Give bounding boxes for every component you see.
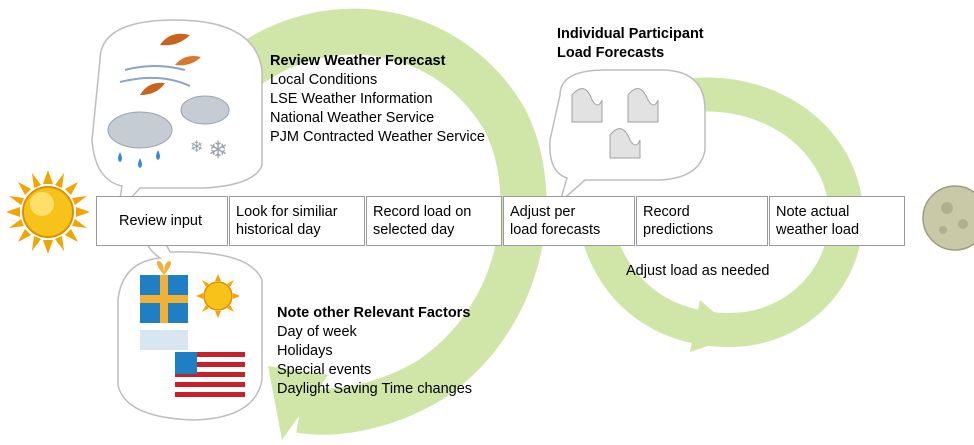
relevant-factors-title: Note other Relevant Factors	[277, 305, 471, 321]
step-text: Adjust per	[510, 204, 576, 220]
step-text: load forecasts	[510, 222, 601, 238]
load-curve-icon	[571, 88, 659, 159]
step-text: historical day	[236, 222, 321, 238]
participant-forecasts-title-line: Individual Participant	[557, 26, 704, 42]
step-text: Look for similiar	[236, 204, 338, 220]
step-text: Record load on	[373, 204, 472, 220]
weather-item: PJM Contracted Weather Service	[270, 129, 485, 145]
step-text: Record	[643, 204, 690, 220]
weather-bubble	[91, 19, 263, 215]
right-loop-arrow	[583, 77, 864, 352]
participant-forecasts-title-line: Load Forecasts	[557, 45, 665, 61]
weather-forecast-title: Review Weather Forecast	[270, 53, 446, 69]
step-look-for-day: Look for similiar historical day	[229, 196, 365, 246]
adjust-load-note: Adjust load as needed	[626, 263, 770, 279]
factor-item: Daylight Saving Time changes	[277, 381, 473, 397]
factor-item: Special events	[277, 362, 372, 378]
step-adjust-forecasts: Adjust per load forecasts	[503, 196, 635, 246]
step-review-input: Review input	[96, 196, 228, 246]
moon-icon	[922, 185, 974, 251]
gift-flag-icon	[140, 261, 245, 402]
step-text: selected day	[373, 222, 455, 238]
weather-icon: ❄ ❄	[107, 33, 230, 168]
step-text: weather load	[776, 222, 860, 238]
step-text: Review input	[119, 213, 203, 229]
sun-icon	[6, 170, 90, 254]
svg-text:❄: ❄	[208, 137, 228, 164]
step-text: Note actual	[776, 204, 850, 220]
step-text: predictions	[643, 222, 714, 238]
step-record-predictions: Record predictions	[636, 196, 768, 246]
factor-item: Holidays	[277, 343, 333, 359]
weather-item: Local Conditions	[270, 72, 378, 88]
step-record-load: Record load on selected day	[366, 196, 502, 246]
weather-item: LSE Weather Information	[270, 91, 433, 107]
step-note-actual: Note actual weather load	[769, 196, 905, 246]
weather-item: National Weather Service	[270, 110, 435, 126]
factor-item: Day of week	[277, 324, 357, 340]
svg-text:❄: ❄	[190, 139, 203, 156]
